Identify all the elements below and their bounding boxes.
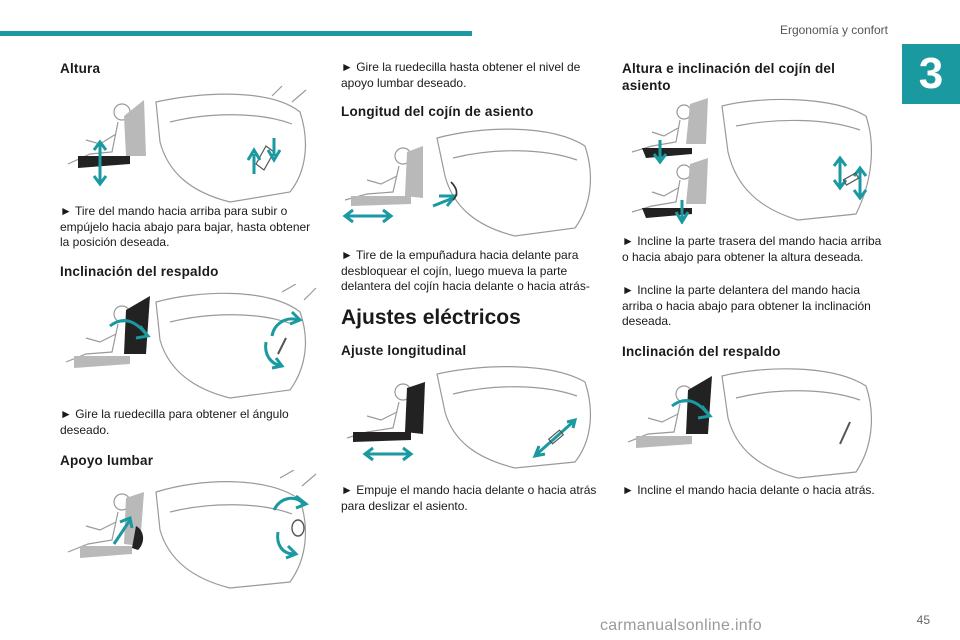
figure-lumbar-support (60, 470, 322, 590)
text-apoyo-lumbar: ► Gire la ruedecilla hasta obtener el ni… (341, 60, 581, 90)
heading-longitud-cojin: Longitud del cojín de asiento (341, 104, 534, 119)
heading-ajustes-electricos: Ajustes eléctricos (341, 306, 521, 329)
heading-altura: Altura (60, 61, 101, 76)
heading-altura-inclinacion-cojin: Altura e inclinación del cojín del asien… (622, 61, 836, 93)
page-number: 45 (916, 613, 930, 627)
figure-cushion-length (341, 122, 603, 240)
text-altura: ► Tire del mando hacia arriba para subir… (60, 204, 311, 249)
chapter-tab: 3 (902, 44, 960, 104)
watermark: carmanualsonline.info (600, 617, 762, 634)
text-inclinacion-respaldo-1: ► Gire la ruedecilla para obtener el áng… (60, 407, 289, 437)
section-title: Ergonomía y confort (779, 23, 888, 37)
figure-backrest-tilt (60, 284, 322, 400)
heading-apoyo-lumbar: Apoyo lumbar (60, 453, 154, 468)
text-ajuste-longitudinal: ► Empuje el mando hacia delante o hacia … (341, 483, 597, 513)
text-longitud-cojin: ► Tire de la empuñadura hacia delante pa… (341, 248, 590, 293)
heading-ajuste-longitudinal: Ajuste longitudinal (341, 343, 467, 358)
heading-inclinacion-respaldo-2: Inclinación del respaldo (622, 344, 781, 359)
header-accent-bar (0, 31, 472, 36)
figure-seat-height (60, 82, 322, 208)
heading-inclinacion-respaldo-1: Inclinación del respaldo (60, 264, 219, 279)
text-inclinacion-respaldo-2: ► Incline el mando hacia delante o hacia… (622, 483, 875, 497)
figure-electric-backrest-tilt (622, 364, 884, 480)
figure-cushion-height-tilt (622, 96, 884, 224)
figure-longitudinal-adjust (341, 362, 603, 470)
text-altura-cojin: ► Incline la parte trasera del mando hac… (622, 234, 882, 264)
text-inclinacion-cojin: ► Incline la parte delantera del mando h… (622, 283, 871, 328)
